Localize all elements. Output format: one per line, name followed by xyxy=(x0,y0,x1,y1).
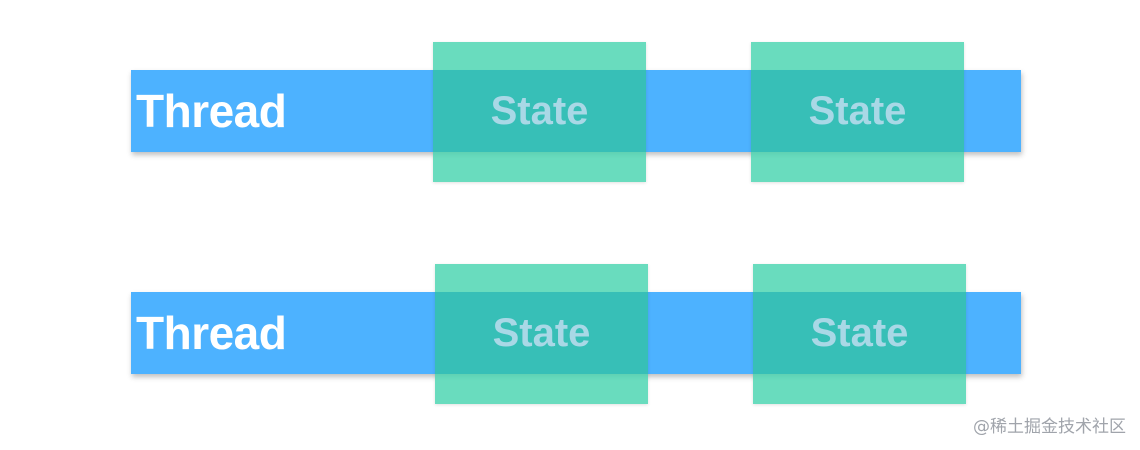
state-box: State xyxy=(753,264,966,404)
state-box: State xyxy=(751,42,964,182)
state-overlap-band xyxy=(433,70,646,152)
thread-row-2: Thread State State xyxy=(0,264,1140,404)
state-box: State xyxy=(435,264,648,404)
state-overlap-band xyxy=(753,292,966,374)
state-overlap-band xyxy=(435,292,648,374)
state-overlap-band xyxy=(751,70,964,152)
state-label: State xyxy=(810,311,909,355)
thread-label: Thread xyxy=(136,307,287,359)
thread-row-1: Thread State State xyxy=(0,42,1140,182)
state-label: State xyxy=(490,89,589,133)
state-label: State xyxy=(492,311,591,355)
thread-label: Thread xyxy=(136,85,287,137)
watermark: @稀土掘金技术社区 xyxy=(973,417,1126,437)
state-box: State xyxy=(433,42,646,182)
state-label: State xyxy=(808,89,907,133)
